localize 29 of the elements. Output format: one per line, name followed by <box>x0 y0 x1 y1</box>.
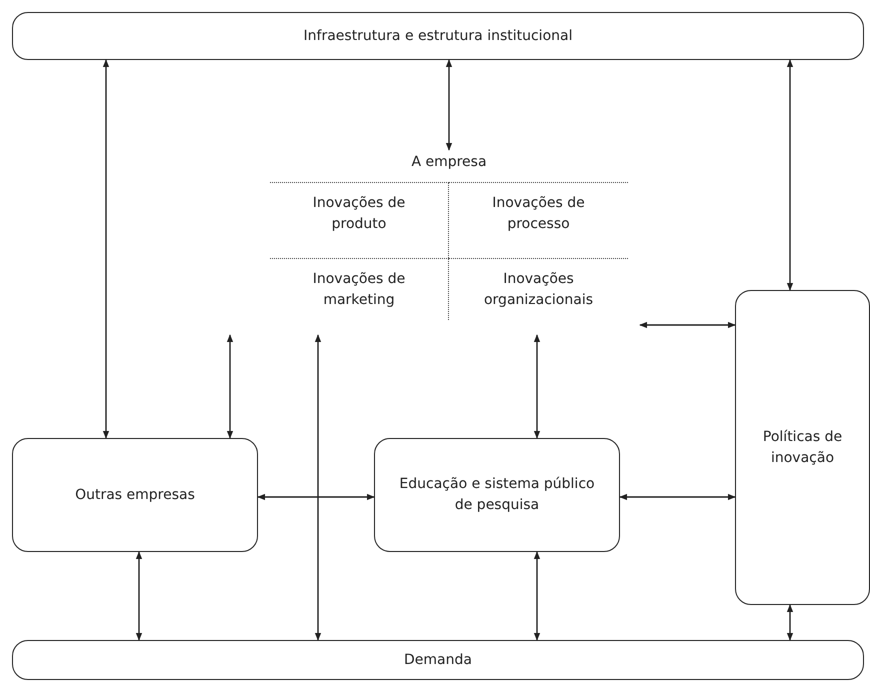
double-arrow <box>446 59 452 151</box>
node-label: Inovações de processo <box>491 194 586 234</box>
double-arrow <box>639 322 736 328</box>
double-arrow <box>619 494 736 500</box>
rounded-box <box>374 438 620 552</box>
double-arrow <box>786 604 794 641</box>
double-arrow <box>102 59 110 439</box>
node-label: Inovações organizacionais <box>482 270 594 310</box>
double-arrow <box>786 59 794 291</box>
double-arrow <box>226 334 234 439</box>
node-label: Demanda <box>404 650 472 670</box>
double-arrow <box>136 551 142 641</box>
node-label: Inovações de marketing <box>312 270 406 310</box>
node-label: Infraestrutura e estrutura institucional <box>304 26 572 46</box>
node-label: Políticas de inovação <box>762 428 844 468</box>
rounded-box <box>12 640 864 680</box>
rounded-box <box>735 290 870 605</box>
double-arrow <box>257 494 375 500</box>
node-label: Inovações de produto <box>312 194 406 234</box>
rounded-box <box>12 12 864 60</box>
node-label: Outras empresas <box>75 486 195 504</box>
double-arrow <box>534 334 540 439</box>
node-label: Educação e sistema público de pesquisa <box>398 475 596 515</box>
innovation-cell <box>270 258 449 320</box>
innovation-cell <box>270 182 449 258</box>
double-arrow <box>534 551 540 641</box>
double-arrow <box>314 334 322 641</box>
group-heading: A empresa <box>410 153 488 172</box>
rounded-box <box>12 438 258 552</box>
